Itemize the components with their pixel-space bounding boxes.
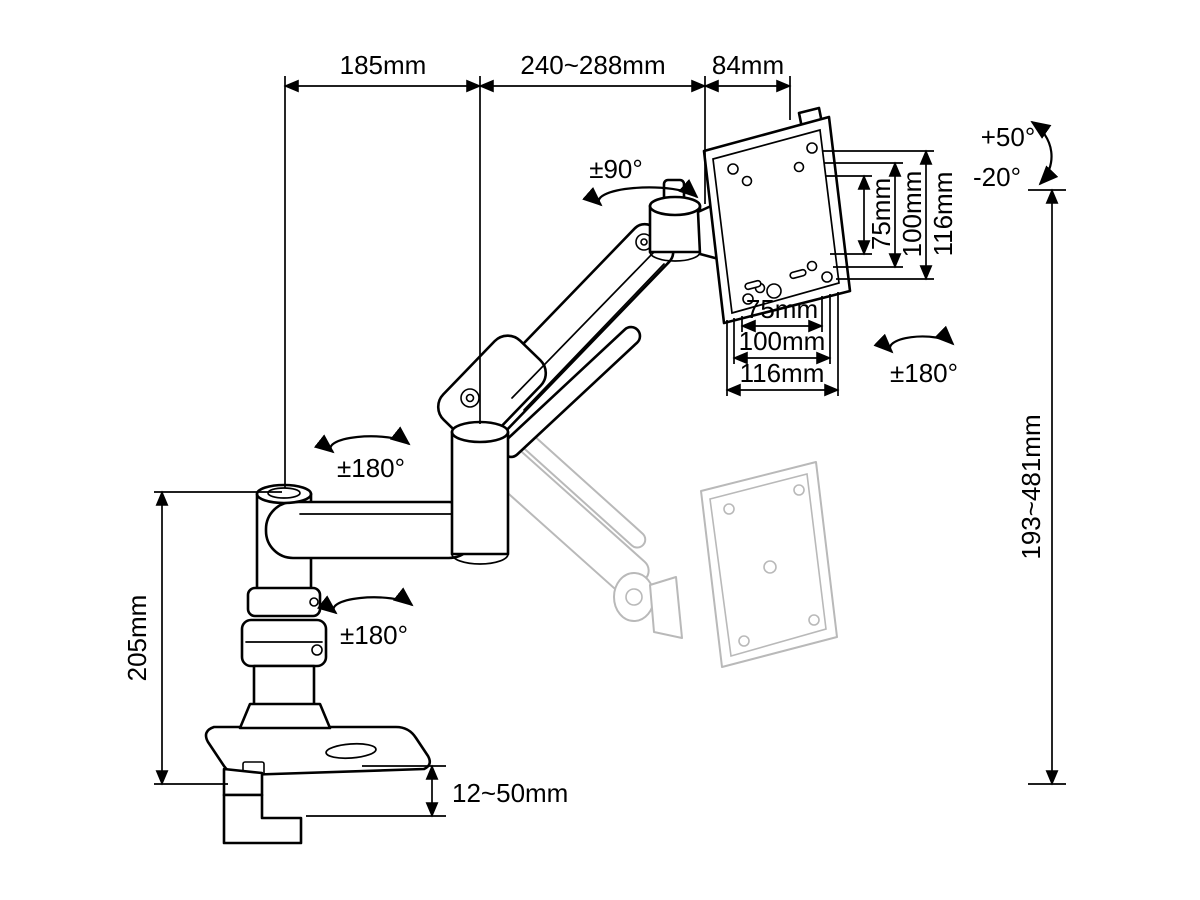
label-base-rotation: ±180° (340, 620, 408, 650)
rotation-arrow (873, 325, 955, 354)
desk-clamp-base (204, 725, 432, 845)
vesa-hole-100 (821, 271, 833, 283)
reach-dimensions: 185mm 240~288mm 84mm (283, 50, 792, 488)
swivel-arrow (582, 179, 699, 207)
spring-arm-detail (511, 251, 655, 399)
head-cylinder-bottom (649, 251, 701, 262)
vesa-plate-outline (702, 115, 852, 325)
ghost-vesa-hole (738, 635, 750, 647)
elbow-rotation-annotation: ±180° (313, 426, 411, 483)
collar-screw (311, 644, 323, 656)
spring-arm-detail (523, 263, 665, 411)
label-front-reach: 240~288mm (520, 50, 665, 80)
vesa-rotation-annotation: ±180° (873, 325, 958, 388)
label-vesa-h-100: 100mm (739, 326, 826, 356)
label-tilt-up: +50° (981, 122, 1036, 152)
elbow-cylinder (450, 430, 510, 556)
riser-pole (238, 483, 478, 730)
base-rotation-annotation: ±180° (316, 587, 414, 650)
vesa-hole-75 (793, 161, 805, 173)
ghost-vesa-hole (808, 614, 820, 626)
ghost-vesa-hole (723, 503, 735, 515)
elbow-cylinder-bottom (451, 553, 509, 565)
base-top-plate (204, 725, 432, 777)
vesa-hole-100 (742, 293, 754, 305)
vesa-horizontal-dimensions: 75mm 100mm 116mm (725, 292, 840, 397)
pole-collar-lower (240, 618, 328, 668)
elbow-cylinder-top (450, 420, 510, 444)
vesa-hole-100 (806, 142, 818, 154)
label-pole-height: 205mm (122, 595, 152, 682)
collar-screw (309, 597, 319, 607)
base-slot (325, 742, 377, 760)
label-vesa-h-75: 75mm (746, 294, 818, 324)
label-rear-reach: 185mm (340, 50, 427, 80)
pole-base-flare (238, 702, 332, 730)
pole-height-dimension: 205mm (122, 490, 282, 786)
rotation-arrow (313, 426, 411, 454)
tilt-annotation: +50° -20° (973, 120, 1059, 192)
vesa-plate-inner (712, 128, 840, 315)
vesa-plate (702, 106, 852, 325)
label-clamp-capacity: 12~50mm (452, 778, 568, 808)
label-vesa-v-116: 116mm (928, 172, 958, 257)
label-head-offset: 84mm (712, 50, 784, 80)
label-vesa-v-75: 75mm (866, 178, 896, 250)
vesa-hole-75 (806, 260, 818, 272)
tilt-arrow (1030, 120, 1059, 186)
ghost-vesa-hole (793, 484, 805, 496)
c-clamp-bracket (222, 793, 303, 845)
label-elbow-rotation: ±180° (337, 453, 405, 483)
head-swivel-annotation: ±90° (582, 154, 699, 207)
vesa-slot (789, 268, 807, 280)
vesa-center-knob (766, 283, 782, 299)
label-vesa-h-116: 116mm (740, 358, 825, 388)
label-tilt-down: -20° (973, 162, 1021, 192)
pole-top-cap-inner (267, 487, 301, 499)
ghost-head-joint-pin (625, 588, 643, 606)
head-cylinder-top (648, 195, 702, 217)
label-head-swivel: ±90° (589, 154, 643, 184)
vesa-vertical-dimensions: 75mm 100mm 116mm (822, 149, 958, 281)
pole-lower (252, 664, 316, 712)
rotation-arrow (316, 587, 414, 615)
elbow-joint (450, 420, 510, 565)
ghost-vesa-center (763, 560, 777, 574)
ghost-head-bracket (649, 576, 683, 639)
clamp-capacity-dimension: 12~50mm (306, 764, 568, 818)
height-range-dimension: 193~481mm (1016, 188, 1066, 786)
label-height-range: 193~481mm (1016, 414, 1046, 559)
arm-top-screw-center (640, 238, 648, 246)
label-vesa-v-100: 100mm (897, 171, 927, 258)
lower-arm-link (264, 500, 478, 560)
label-vesa-rotation: ±180° (890, 358, 958, 388)
ghost-lowered-position (469, 427, 838, 668)
vesa-hole-100 (727, 163, 739, 175)
vesa-hole-75 (741, 175, 753, 187)
elbow-screw-center (465, 393, 475, 403)
vesa-slot (744, 279, 762, 291)
clamp-front-face (222, 767, 264, 797)
